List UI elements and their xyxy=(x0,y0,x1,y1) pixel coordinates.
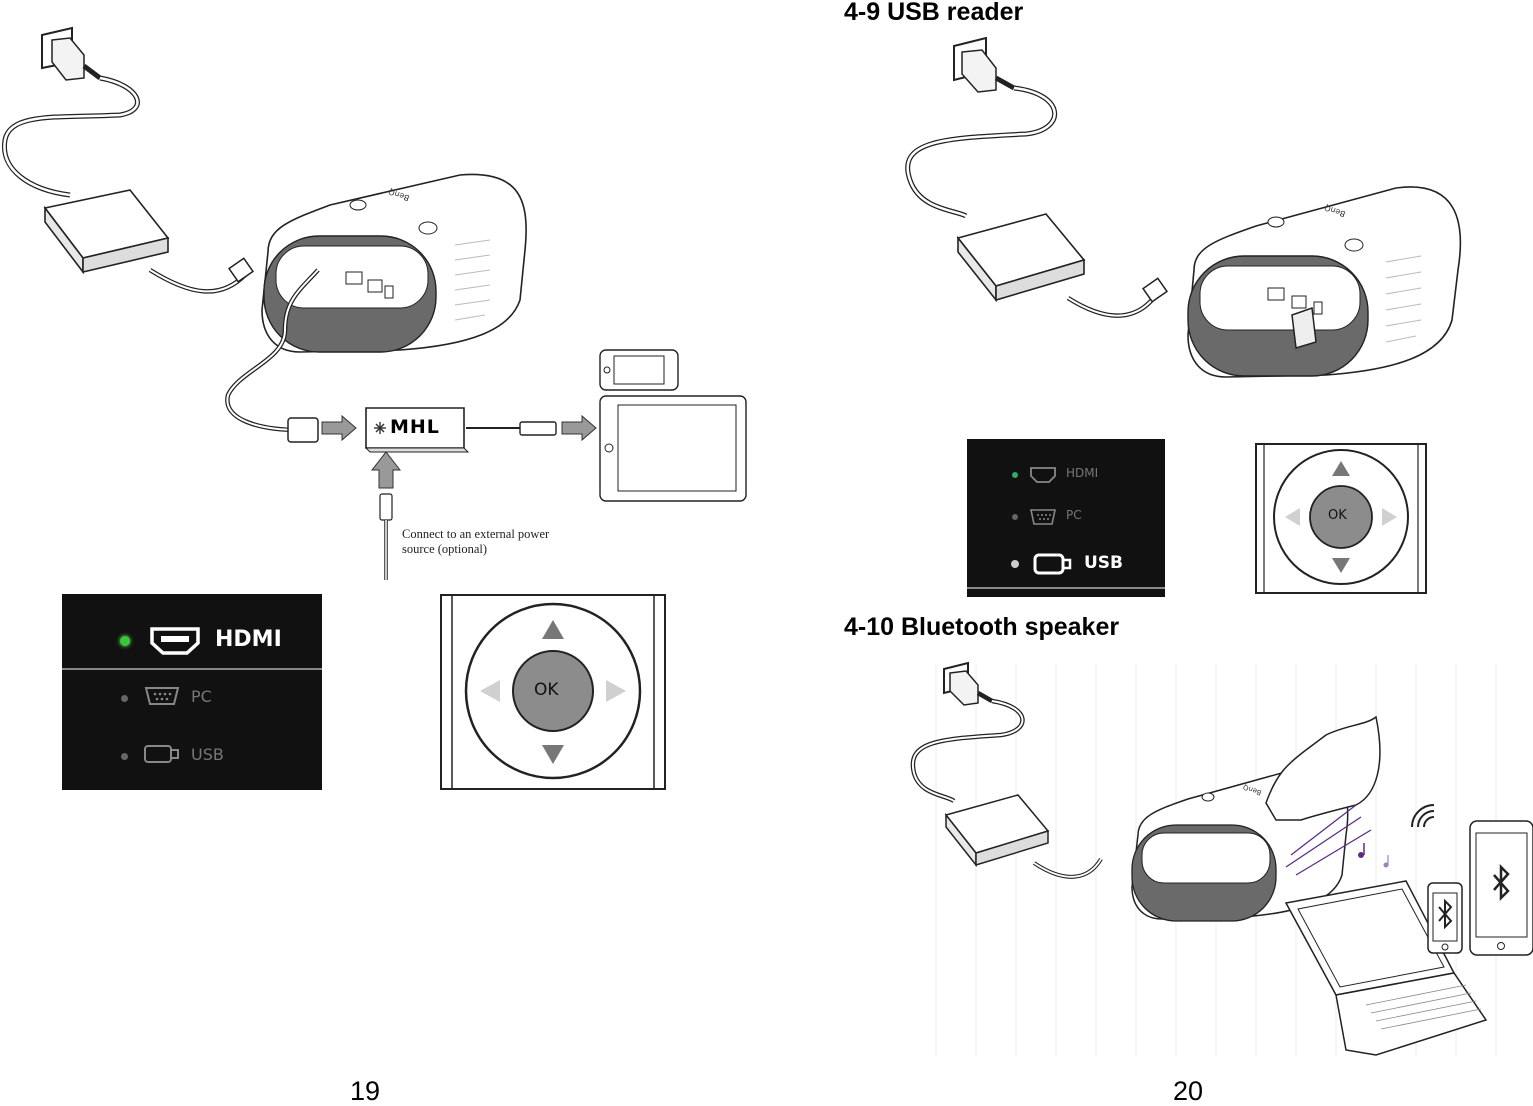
hdmi-icon xyxy=(150,627,200,655)
usb-icon xyxy=(1033,553,1072,575)
led-icon xyxy=(1012,514,1018,520)
source-menu-hdmi-selected: HDMI PC USB xyxy=(62,594,322,790)
right-page: 4-9 USB reader BenQ xyxy=(766,0,1533,1106)
source-item-pc[interactable]: PC xyxy=(967,501,1165,535)
usb-reader-heading: 4-9 USB reader xyxy=(844,0,1024,26)
power-plug-icon xyxy=(41,26,102,81)
arrow-up-icon xyxy=(1332,461,1350,476)
arrow-right-icon xyxy=(606,680,626,702)
source-label-hdmi: HDMI xyxy=(1066,466,1099,480)
source-item-pc[interactable]: PC xyxy=(62,674,322,724)
led-icon xyxy=(121,695,128,702)
projector-icon: BenQ xyxy=(1187,186,1462,378)
usb-reader-diagram: BenQ xyxy=(905,36,1462,378)
bluetooth-speaker-heading: 4-10 Bluetooth speaker xyxy=(844,613,1120,641)
source-item-usb[interactable]: USB xyxy=(62,732,322,782)
selected-led-icon xyxy=(1011,560,1019,568)
bluetooth-icon xyxy=(1438,898,1453,930)
power-note: Connect to an external power source (opt… xyxy=(402,527,549,557)
arrow-down-icon xyxy=(1332,558,1350,573)
ok-button-label: OK xyxy=(534,680,559,700)
power-adapter-icon xyxy=(956,213,1086,303)
source-label-usb: USB xyxy=(191,745,224,764)
page-number-right: 20 xyxy=(1173,1076,1204,1106)
arrow-left-icon xyxy=(480,680,500,702)
mhl-adapter-label: MHL xyxy=(390,416,440,438)
power-plug-icon xyxy=(953,36,1016,93)
led-icon xyxy=(121,753,128,760)
phone-icon xyxy=(599,349,679,391)
tablet-icon xyxy=(599,395,747,502)
mhl-connection-diagram: BenQ xyxy=(1,26,747,580)
laptop-icon xyxy=(1284,880,1488,1056)
usb-icon xyxy=(144,745,179,763)
bluetooth-speaker-diagram: BenQ xyxy=(910,661,1533,1056)
source-menu-usb-selected: HDMI PC USB xyxy=(967,439,1165,597)
projector-icon: BenQ xyxy=(1131,767,1349,922)
left-page: BenQ xyxy=(0,0,766,1106)
vga-icon xyxy=(1030,509,1056,525)
usb-drive-icon xyxy=(1291,306,1317,349)
arrow-down-icon xyxy=(542,745,564,764)
arrow-right-icon xyxy=(1382,508,1397,526)
source-label-usb: USB xyxy=(1084,553,1124,573)
hand-icon xyxy=(1265,715,1381,821)
power-note-line2: source (optional) xyxy=(402,542,488,556)
remote-dpad-small: OK xyxy=(1255,443,1427,594)
arrow-left-icon xyxy=(1285,508,1300,526)
ok-button[interactable] xyxy=(1309,485,1373,549)
source-label-pc: PC xyxy=(191,687,212,706)
arrow-up-icon xyxy=(542,620,564,639)
led-icon xyxy=(1012,472,1018,478)
source-item-hdmi[interactable]: HDMI xyxy=(967,459,1165,493)
source-item-hdmi[interactable]: HDMI xyxy=(62,594,322,670)
source-label-pc: PC xyxy=(1066,508,1082,522)
tablet-icon xyxy=(1469,820,1533,956)
hdmi-icon xyxy=(1030,467,1056,483)
source-item-usb[interactable]: USB xyxy=(967,543,1165,589)
ok-button[interactable] xyxy=(512,650,594,732)
power-note-line1: Connect to an external power xyxy=(402,527,550,541)
selected-led-icon xyxy=(120,636,130,646)
power-plug-icon xyxy=(943,661,994,706)
mhl-adapter-icon xyxy=(364,407,470,453)
source-label-hdmi: HDMI xyxy=(215,627,282,652)
music-note-icon xyxy=(1358,843,1389,868)
vga-icon xyxy=(144,687,180,705)
phone-icon xyxy=(1427,882,1463,954)
ok-button-label: OK xyxy=(1328,508,1347,523)
page-number-left: 19 xyxy=(350,1076,381,1106)
bluetooth-icon xyxy=(1493,863,1510,902)
power-adapter-icon xyxy=(944,794,1050,868)
remote-dpad: OK xyxy=(440,594,666,790)
projector-icon: BenQ xyxy=(261,173,527,353)
power-adapter-icon xyxy=(43,189,170,275)
wireless-signal-icon xyxy=(1411,804,1435,828)
